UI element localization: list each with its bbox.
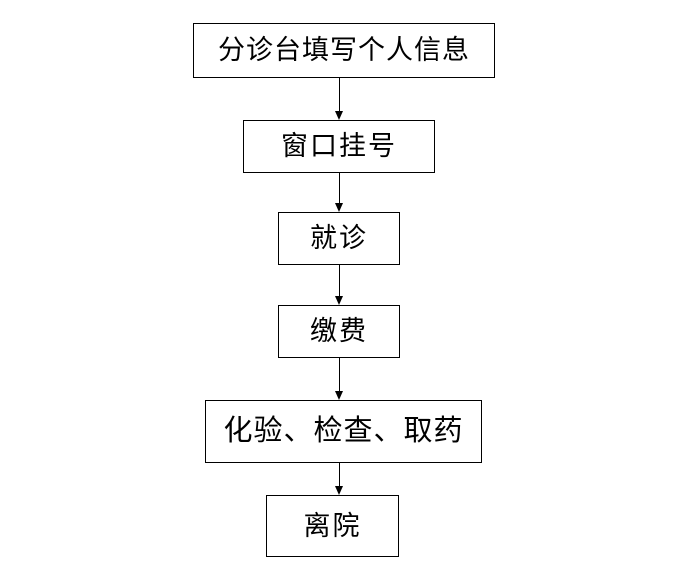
flow-node-label: 缴费 — [310, 316, 368, 346]
down-arrow-icon — [335, 391, 343, 400]
flow-node-label: 窗口挂号 — [281, 131, 397, 161]
flow-connector-triage-desk-to-window-registration — [334, 78, 345, 120]
connector-line — [339, 78, 340, 111]
down-arrow-icon — [335, 111, 343, 120]
connector-line — [339, 463, 340, 486]
flow-node-payment[interactable]: 缴费 — [278, 305, 400, 358]
flow-connector-window-registration-to-consultation — [334, 173, 345, 212]
down-arrow-icon — [335, 296, 343, 305]
flow-connector-tests-exam-medicine-to-leave-hospital — [334, 463, 345, 495]
connector-line — [339, 173, 340, 203]
flow-node-consultation[interactable]: 就诊 — [278, 212, 400, 265]
flow-connector-consultation-to-payment — [334, 265, 345, 305]
flow-node-leave-hospital[interactable]: 离院 — [266, 495, 399, 557]
down-arrow-icon — [335, 203, 343, 212]
connector-line — [339, 265, 340, 296]
flow-connector-payment-to-tests-exam-medicine — [334, 358, 345, 400]
flow-node-label: 就诊 — [310, 223, 368, 253]
flow-node-tests-exam-medicine[interactable]: 化验、检查、取药 — [205, 400, 482, 463]
flow-node-window-registration[interactable]: 窗口挂号 — [243, 120, 435, 173]
flow-node-label: 离院 — [303, 510, 362, 541]
connector-line — [339, 358, 340, 391]
flow-node-label: 化验、检查、取药 — [223, 415, 464, 447]
flow-node-label: 分诊台填写个人信息 — [218, 35, 470, 65]
flow-node-triage-desk[interactable]: 分诊台填写个人信息 — [193, 23, 495, 78]
down-arrow-icon — [335, 486, 343, 495]
